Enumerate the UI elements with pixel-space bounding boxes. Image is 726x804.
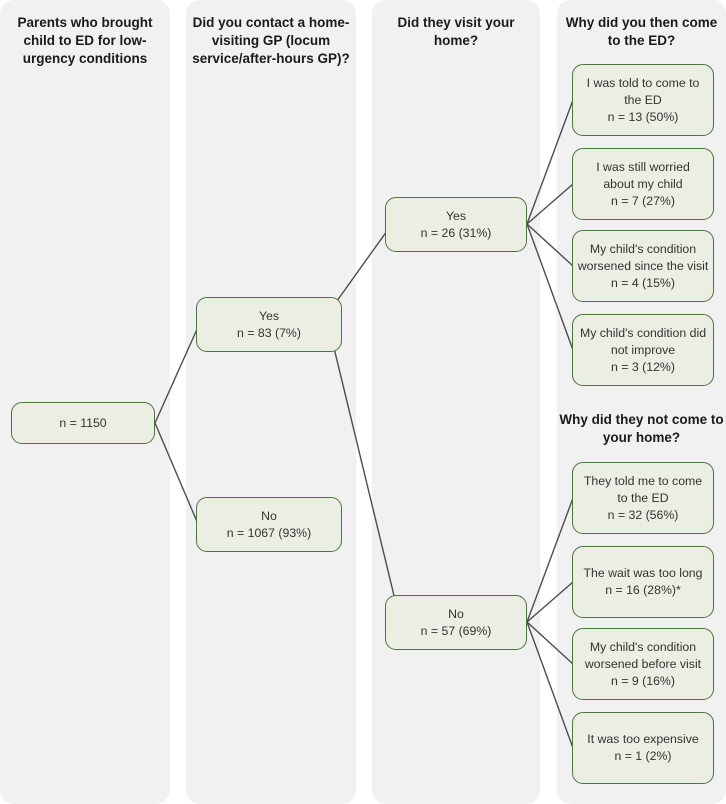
node-reason-worsened-before-visit-line-1: My child's condition bbox=[589, 639, 697, 654]
column-title-cohort: Parents who brought child to ED for low-… bbox=[4, 14, 166, 68]
node-reason-too-expensive[interactable]: It was too expensive n = 1 (2%) bbox=[572, 712, 714, 784]
node-reason-too-expensive-count: n = 1 (2%) bbox=[614, 749, 672, 763]
node-reason-wait-too-long[interactable]: The wait was too long n = 16 (28%)* bbox=[572, 546, 714, 618]
column-title-reasons-not-visited-line-1: Why did they not come bbox=[559, 412, 708, 427]
node-reason-worsened-before-visit[interactable]: My child's condition worsened before vis… bbox=[572, 628, 714, 700]
node-gp-yes-count: n = 83 (7%) bbox=[237, 325, 301, 340]
node-visit-no[interactable]: No n = 57 (69%) bbox=[385, 595, 527, 650]
node-reason-told-to-come-ed-line-2: the ED bbox=[624, 92, 662, 107]
node-reason-worsened-since-visit-count: n = 4 (15%) bbox=[611, 275, 675, 290]
column-title-reasons-visited-line-1: Why did you then come bbox=[565, 15, 718, 30]
node-reason-worsened-since-visit-line-1: My child's condition bbox=[589, 241, 697, 256]
node-reason-worsened-before-visit-line-2: worsened before visit bbox=[584, 656, 702, 671]
node-visit-yes-count: n = 26 (31%) bbox=[420, 225, 492, 240]
node-root[interactable]: n = 1150 bbox=[11, 402, 155, 444]
column-title-contact-gp-line-2: home-visiting GP (locum bbox=[211, 15, 350, 48]
node-root-line-1: n = 1150 bbox=[59, 415, 107, 430]
node-reason-too-expensive-line-1: It was too expensive bbox=[587, 732, 699, 746]
node-reason-did-not-improve-count: n = 3 (12%) bbox=[611, 359, 675, 374]
node-reason-worsened-before-visit-count: n = 9 (16%) bbox=[611, 673, 675, 688]
node-reason-worsened-since-visit[interactable]: My child's condition worsened since the … bbox=[572, 230, 714, 302]
column-title-contact-gp-line-1: Did you contact a bbox=[192, 15, 306, 30]
node-reason-still-worried[interactable]: I was still worried about my child n = 7… bbox=[572, 148, 714, 220]
column-title-cohort-line-3: low-urgency conditions bbox=[22, 33, 148, 66]
node-visit-yes[interactable]: Yes n = 26 (31%) bbox=[385, 197, 527, 252]
column-title-home-visit-line-1: Did they visit your home? bbox=[397, 15, 515, 48]
node-reason-wait-too-long-count: n = 16 (28%)* bbox=[605, 583, 681, 597]
node-reason-did-not-improve[interactable]: My child's condition did not improve n =… bbox=[572, 314, 714, 386]
panel-column-home-visit bbox=[372, 0, 540, 804]
node-reason-they-told-me-come-ed[interactable]: They told me to come to the ED n = 32 (5… bbox=[572, 462, 714, 534]
node-reason-still-worried-line-2: about my child bbox=[603, 176, 683, 191]
column-title-reasons-not-visited: Why did they not come to your home? bbox=[559, 411, 724, 447]
node-gp-yes[interactable]: Yes n = 83 (7%) bbox=[196, 297, 342, 352]
column-title-contact-gp-line-3: service/after-hours GP)? bbox=[192, 51, 350, 66]
node-gp-no-count: n = 1067 (93%) bbox=[226, 525, 312, 540]
node-gp-no-label: No bbox=[261, 508, 277, 523]
node-gp-no[interactable]: No n = 1067 (93%) bbox=[196, 497, 342, 552]
node-reason-still-worried-line-1: I was still worried bbox=[596, 159, 690, 174]
column-title-contact-gp: Did you contact a home-visiting GP (locu… bbox=[188, 14, 354, 68]
node-reason-did-not-improve-line-2: not improve bbox=[610, 342, 676, 357]
node-visit-no-label: No bbox=[448, 606, 464, 621]
column-title-reasons-visited-line-2: to the ED? bbox=[607, 33, 676, 48]
node-reason-they-told-me-come-ed-count: n = 32 (56%) bbox=[607, 507, 679, 522]
node-reason-told-to-come-ed[interactable]: I was told to come to the ED n = 13 (50%… bbox=[572, 64, 714, 136]
column-title-cohort-line-2: child to ED for bbox=[23, 33, 116, 48]
node-reason-they-told-me-come-ed-line-1: They told me to come bbox=[583, 473, 703, 488]
node-visit-yes-label: Yes bbox=[445, 208, 467, 223]
node-reason-told-to-come-ed-line-1: I was told to come to bbox=[586, 75, 700, 90]
node-visit-no-count: n = 57 (69%) bbox=[420, 623, 492, 638]
node-gp-yes-label: Yes bbox=[258, 308, 280, 323]
node-reason-told-to-come-ed-count: n = 13 (50%) bbox=[607, 109, 679, 124]
node-reason-did-not-improve-line-1: My child's condition did bbox=[579, 325, 707, 340]
column-title-reasons-visited: Why did you then come to the ED? bbox=[559, 14, 724, 50]
node-reason-wait-too-long-line-1: The wait was too long bbox=[583, 566, 703, 580]
column-title-home-visit: Did they visit your home? bbox=[374, 14, 538, 50]
panel-column-contact-gp bbox=[186, 0, 356, 804]
node-reason-worsened-since-visit-line-2: worsened since the visit bbox=[577, 258, 709, 273]
column-title-reasons-not-visited-line-2: to your home? bbox=[602, 412, 724, 445]
node-reason-they-told-me-come-ed-line-2: to the ED bbox=[617, 490, 669, 505]
column-title-cohort-line-1: Parents who brought bbox=[17, 15, 153, 30]
node-reason-still-worried-count: n = 7 (27%) bbox=[611, 193, 675, 208]
